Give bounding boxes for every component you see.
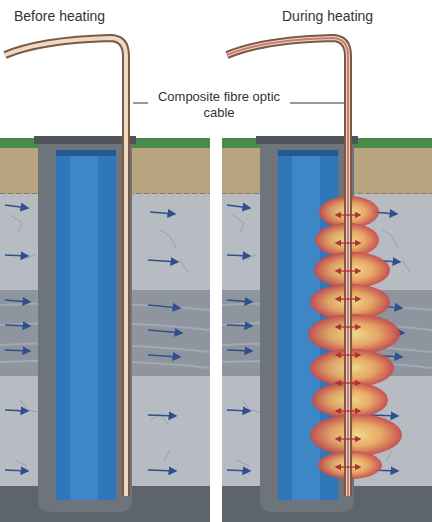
panel-title: Before heating (14, 8, 164, 25)
heat-arrows (336, 215, 360, 467)
panel-title: During heating (282, 8, 422, 25)
cable-label: Composite fibre optic cable (152, 89, 286, 120)
heat-plume (308, 196, 402, 479)
